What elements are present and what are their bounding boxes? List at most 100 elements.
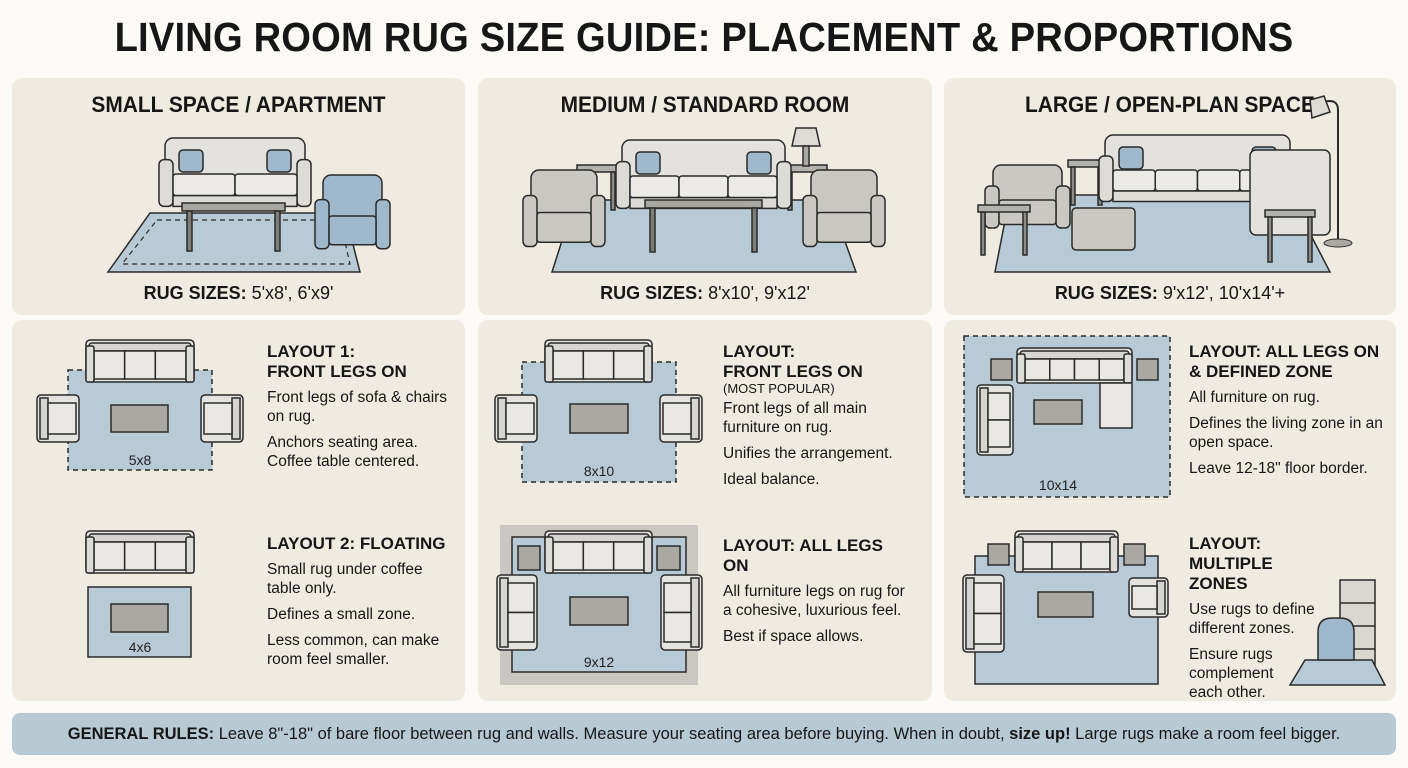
- rug-size-label: 5x8: [129, 452, 152, 468]
- sofa-cushion: [47, 402, 77, 435]
- sofa-arm: [185, 345, 195, 383]
- armchair-back: [322, 174, 383, 221]
- seat-cushion: [1154, 169, 1199, 192]
- sofa-back: [547, 533, 650, 543]
- layout-text: Ideal balance.: [723, 471, 820, 488]
- layout-text: Less common, can make room feel smaller.: [267, 632, 440, 668]
- layout-note: (MOST POPULAR): [723, 381, 835, 396]
- pillow: [178, 149, 204, 173]
- sofa-cushion: [987, 419, 1011, 448]
- side-table-top: [1264, 209, 1316, 218]
- layout-text: Ensure rugs complement each other.: [1189, 646, 1274, 701]
- sofa-back: [965, 577, 975, 650]
- sofa-cushion: [582, 541, 615, 571]
- sofa-arm: [643, 345, 653, 383]
- leg: [1267, 216, 1273, 263]
- armchair-arm: [802, 194, 818, 248]
- pillow: [266, 149, 292, 173]
- layout-text: Front legs of all main furniture on rug.: [723, 400, 867, 436]
- general-rules-emphasis: size up!: [1009, 725, 1071, 743]
- leg: [1307, 216, 1313, 263]
- sofa-cushion: [203, 402, 233, 435]
- end-table: [987, 543, 1010, 566]
- sofa-arm: [544, 345, 554, 383]
- rug: [974, 555, 1159, 685]
- rug-size-label: 8x10: [584, 463, 615, 479]
- coffee-table-top: [181, 202, 286, 212]
- leg: [274, 210, 281, 252]
- sofa-cushion: [154, 350, 187, 380]
- layout-medium-1: LAYOUT: FRONT LEGS ON(MOST POPULAR)Front…: [723, 342, 913, 496]
- end-table: [517, 545, 541, 571]
- sofa-back: [231, 397, 241, 440]
- layout-text: Front legs of sofa & chairs on rug.: [267, 389, 448, 425]
- leg: [186, 210, 193, 252]
- layout-text: Defines the living zone in an open space…: [1189, 415, 1383, 451]
- end-table: [1136, 358, 1159, 381]
- seat-cushion: [629, 175, 680, 199]
- pillow: [1118, 146, 1144, 170]
- general-rules-text-end: Large rugs make a room feel bigger.: [1070, 725, 1341, 743]
- sectional-chaise: [1249, 149, 1331, 236]
- layout-text: Best if space allows.: [723, 628, 864, 645]
- rug-sizes: RUG SIZES: 8'x10', 9'x12': [478, 283, 932, 304]
- layout-text: Use rugs to define different zones.: [1189, 601, 1315, 637]
- armchair: [1317, 617, 1355, 661]
- leg: [751, 207, 758, 253]
- sofa-cushion: [612, 350, 645, 380]
- coffee-table: [110, 404, 169, 433]
- sofa-back: [1017, 533, 1116, 543]
- leg: [1070, 166, 1076, 206]
- end-table: [1123, 543, 1146, 566]
- armchair-seat: [328, 215, 377, 246]
- sofa-arm: [1098, 155, 1114, 203]
- armchair-arm: [590, 194, 606, 248]
- rug-sizes: RUG SIZES: 5'x8', 6'x9': [12, 283, 465, 304]
- sofa-cushion: [1022, 541, 1053, 570]
- rug-sizes-value: 9'x12', 10'x14'+: [1157, 283, 1286, 303]
- rug-size-label: 9x12: [584, 654, 615, 670]
- sofa-cushion: [123, 541, 157, 571]
- pillow: [635, 151, 661, 175]
- layout-text: Defines a small zone.: [267, 606, 416, 623]
- rug-size-label: 4x6: [129, 639, 152, 655]
- sofa-arm: [296, 158, 312, 208]
- sofa-back: [1019, 350, 1130, 360]
- general-rules-label: GENERAL RULES:: [67, 725, 215, 743]
- sofa-arm: [544, 536, 554, 574]
- side-table-top: [977, 204, 1031, 213]
- armchair-arm: [314, 198, 330, 250]
- armchair-arm: [870, 194, 886, 248]
- sofa-cushion: [662, 402, 692, 435]
- layout-text: Leave 12-18" floor border.: [1189, 460, 1368, 477]
- rug-size-label: 10x14: [1039, 477, 1077, 493]
- sofa-back: [547, 342, 650, 352]
- sofa-back: [88, 533, 192, 543]
- sofa-back: [39, 397, 49, 440]
- sofa-arm: [1123, 353, 1133, 384]
- armchair-back: [810, 169, 878, 218]
- sofa-back: [979, 387, 989, 453]
- lamp-base: [1323, 238, 1353, 248]
- armchair-arm: [522, 194, 538, 248]
- sofa-arm: [1014, 536, 1024, 573]
- sofa-arm: [1016, 353, 1026, 384]
- rug-sizes: RUG SIZES: 9'x12', 10'x14'+: [944, 283, 1396, 304]
- pillow: [746, 151, 772, 175]
- sofa-arm: [85, 536, 95, 574]
- armchair-arm: [375, 198, 391, 250]
- sofa-cushion: [1049, 358, 1076, 381]
- sofa-back: [497, 397, 507, 440]
- armchair-seat: [816, 211, 872, 243]
- coffee-table: [110, 603, 169, 633]
- layout-text: All furniture on rug.: [1189, 389, 1320, 406]
- sofa-back: [690, 397, 700, 440]
- ottoman: [1071, 207, 1136, 251]
- coffee-table: [1033, 399, 1083, 425]
- armchair-seat: [536, 211, 592, 243]
